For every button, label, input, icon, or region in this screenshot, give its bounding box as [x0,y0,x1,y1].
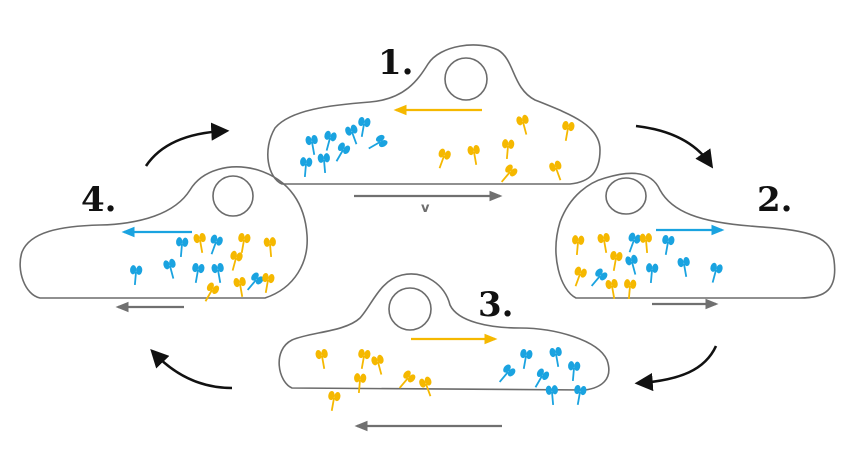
receptor-glyph [263,237,276,258]
receptor-glyph [625,254,638,275]
receptor-glyph [354,373,367,394]
receptor-glyph [438,148,451,169]
receptor-glyph [238,232,251,253]
receptor-glyph [677,256,690,277]
cell-1-label: 1. [378,43,414,83]
cell-2-nucleus [605,177,647,215]
receptor-glyph [192,262,205,283]
receptor-glyph [572,235,585,256]
cycle-arrow-2-to-3 [634,345,718,392]
cycle-arrow-1-to-2 [635,124,714,169]
receptor-glyph [211,262,224,283]
receptor-glyph [610,250,623,271]
receptor-glyph [398,370,416,389]
receptor-glyph [545,385,558,406]
cycle-arrow-3-to-4 [150,349,233,390]
cell-1 [267,44,601,202]
receptor-glyph [662,234,675,255]
receptor-glyph [345,124,358,145]
cell-2-label: 2. [757,180,793,220]
receptor-glyph [368,134,388,150]
receptor-glyph [516,114,529,135]
cell-3-nucleus [388,287,432,331]
cell-1-receptors [300,114,575,183]
receptor-glyph [562,120,575,141]
receptor-glyph [328,390,341,411]
receptor-glyph [262,272,275,293]
receptor-glyph [193,232,206,253]
receptor-glyph [204,282,220,302]
receptor-glyph [534,368,550,388]
cell-3-receptors [315,346,587,411]
receptor-glyph [324,130,337,151]
receptor-glyph [358,116,371,137]
cell-4-receptors [130,232,276,302]
receptor-glyph [317,153,330,174]
cell-1-outline [267,44,601,185]
cell-4-outline [19,166,308,299]
receptor-glyph [624,279,637,300]
receptor-glyph [502,139,515,160]
cell-3-outline [278,273,610,391]
receptor-glyph [574,266,587,287]
receptor-glyph [467,144,480,165]
cell-4-label: 4. [81,180,117,220]
receptor-glyph [210,234,223,255]
receptor-glyph [710,262,723,283]
receptor-glyph [315,348,328,369]
receptor-glyph [639,233,652,254]
receptor-glyph [300,157,313,178]
receptor-glyph [597,232,610,253]
cell-1-velocity-label: v [421,201,430,216]
cell-3-label: 3. [478,285,514,325]
receptor-glyph [549,160,562,181]
receptor-glyph [305,134,318,155]
receptor-glyph [335,142,351,162]
receptor-glyph [130,265,143,286]
receptor-glyph [549,346,562,367]
receptor-glyph [246,272,264,291]
receptor-glyph [163,258,176,279]
receptor-glyph [500,164,518,183]
receptor-glyph [498,364,516,383]
cell-3 [278,273,610,432]
receptor-glyph [230,250,243,271]
receptor-glyph [233,276,246,297]
receptor-glyph [646,263,659,284]
receptor-glyph [628,232,641,253]
cell-2-outline [555,172,836,299]
receptor-glyph [590,268,608,287]
cell-2 [555,172,836,310]
receptor-glyph [605,278,618,299]
receptor-glyph [520,348,533,369]
receptor-glyph [371,354,384,375]
cell-4-nucleus [212,175,254,217]
cell-1-nucleus [444,57,488,101]
receptor-glyph [568,361,581,382]
cell-4 [19,166,308,313]
receptor-glyph [574,384,587,405]
cycle-arrow-4-to-1 [144,122,230,167]
receptor-glyph [358,348,371,369]
cell-2-receptors [572,232,723,300]
receptor-glyph [176,237,189,258]
receptor-glyph [419,376,432,397]
